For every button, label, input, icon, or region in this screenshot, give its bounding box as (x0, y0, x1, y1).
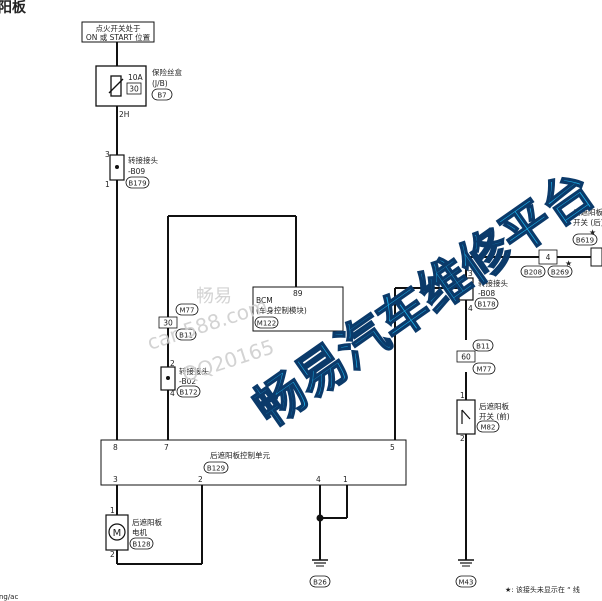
switch-front-label-2: 开关 (前) (479, 411, 510, 421)
b208-code-left: B208 (524, 269, 542, 277)
fuse-number: 30 (129, 85, 139, 94)
switch-front: 1 2 后遮阳板 开关 (前) M82 (456, 391, 510, 443)
switch-rear-label-1: 后遮阳板 (573, 207, 602, 217)
b208-num: 4 (546, 253, 551, 262)
ignition-line-1: 点火开关处于 (96, 23, 141, 33)
b08-label-2: -B08 (478, 289, 495, 298)
ground-m43: M43 (455, 559, 477, 588)
switch-rear-label-2: 开关 (后) (573, 217, 602, 227)
b02-pin-top: 2 (170, 359, 175, 368)
m77-left-top: M77 (180, 307, 195, 315)
motor-pin-top: 1 (110, 506, 115, 515)
bcm-label-2: (车身控制模块) (256, 305, 307, 315)
switch-front-code: M82 (481, 424, 496, 432)
bcm-pin: 89 (293, 289, 303, 298)
switch-rear-code: B619 (576, 237, 594, 245)
connector-b08: 3 4 转接接头 -B08 B178 (458, 269, 508, 313)
motor-icon (108, 523, 126, 541)
connector-m77-left: M77 30 B11 (158, 303, 199, 341)
motor-label-1: 后遮阳板 (132, 517, 162, 527)
fuse-label-1: 保险丝盒 (152, 67, 182, 77)
b09-pin-bottom: 1 (105, 180, 110, 189)
switch-front-label-1: 后遮阳板 (479, 401, 509, 411)
page-title-fragment: 阳板 (0, 0, 27, 16)
control-unit: 8 7 5 后遮阳板控制单元 B129 3 2 4 1 (100, 439, 407, 486)
b09-code: B179 (128, 180, 146, 188)
connector-b02: 2 4 转接接头 -B02 B172 (160, 359, 209, 398)
unit-pin-3: 3 (113, 475, 118, 484)
b08-pin-bottom: 4 (468, 304, 473, 313)
b11-right-bottom: M77 (477, 366, 492, 374)
motor: M 1 2 后遮阳板 电机 B128 (105, 506, 162, 559)
motor-symbol: M (113, 528, 122, 539)
b11-right-num: 60 (461, 353, 471, 362)
connector-b09: 3 1 转接接头 -B09 B179 (105, 150, 158, 189)
m77-left-bottom: B11 (179, 332, 193, 340)
ground-b26: B26 (309, 559, 331, 588)
b09-pin-top: 3 (105, 150, 110, 159)
switch-rear: 后遮阳板 开关 (后) ★ B619 (572, 207, 602, 267)
unit-code: B129 (207, 465, 225, 473)
fuse-label-2: (J/B) (152, 79, 168, 88)
fuse-pin-out: 2H (119, 110, 129, 119)
b02-pin-bottom: 4 (170, 389, 175, 398)
fuse-amp: 10A (128, 73, 144, 82)
ground-b26-code: B26 (313, 579, 327, 587)
wires (116, 42, 602, 565)
unit-pin-2: 2 (198, 475, 203, 484)
motor-pin-bottom: 2 (110, 550, 115, 559)
unit-label: 后遮阳板控制单元 (210, 450, 270, 460)
b08-label-1: 转接接头 (478, 278, 508, 288)
connector-b208: 4 B208 ★ B269 (520, 249, 573, 278)
fuse-box: 10A 30 保险丝盒 (J/B) B7 2H (95, 65, 182, 119)
unit-pin-7: 7 (164, 443, 169, 452)
ignition-source: 点火开关处于 ON 或 START 位置 (81, 21, 155, 43)
b08-pin-top: 3 (468, 269, 473, 278)
m77-left-num: 30 (163, 319, 173, 328)
switch-front-pin-top: 1 (460, 391, 465, 400)
unit-pin-5: 5 (390, 443, 395, 452)
footer-left-fragment: ing/ac (0, 593, 18, 601)
unit-pin-4: 4 (316, 475, 321, 484)
motor-code: B128 (132, 541, 150, 549)
b208-star: ★ (565, 259, 572, 268)
b11-right-top: B11 (476, 343, 490, 351)
bcm-module: 89 BCM (车身控制模块) M122 (252, 286, 344, 332)
unit-pin-8: 8 (113, 443, 118, 452)
switch-rear-star: ★ (589, 228, 596, 237)
b02-label-2: -B02 (179, 377, 196, 386)
ignition-line-2: ON 或 START 位置 (86, 32, 151, 42)
b02-label-1: 转接接头 (179, 366, 209, 376)
connector-b11-right: B11 60 M77 (456, 339, 496, 375)
b208-code-right: B269 (551, 269, 569, 277)
ground-m43-code: M43 (459, 579, 474, 587)
b02-code: B172 (179, 389, 197, 397)
switch-front-pin-bottom: 2 (460, 434, 465, 443)
b09-label-2: -B09 (128, 167, 145, 176)
bcm-code: M122 (257, 320, 276, 328)
fuse-code: B7 (157, 92, 166, 100)
b08-code: B178 (477, 301, 495, 309)
b09-label-1: 转接接头 (128, 155, 158, 165)
watermark-small-1: 畅易 (196, 286, 232, 307)
splice-dot (316, 514, 324, 522)
footer-note: ★: 该接头未显示在 “ 线 (505, 585, 580, 594)
unit-pin-1: 1 (343, 475, 348, 484)
bcm-label-1: BCM (256, 296, 273, 305)
motor-label-2: 电机 (132, 527, 147, 537)
